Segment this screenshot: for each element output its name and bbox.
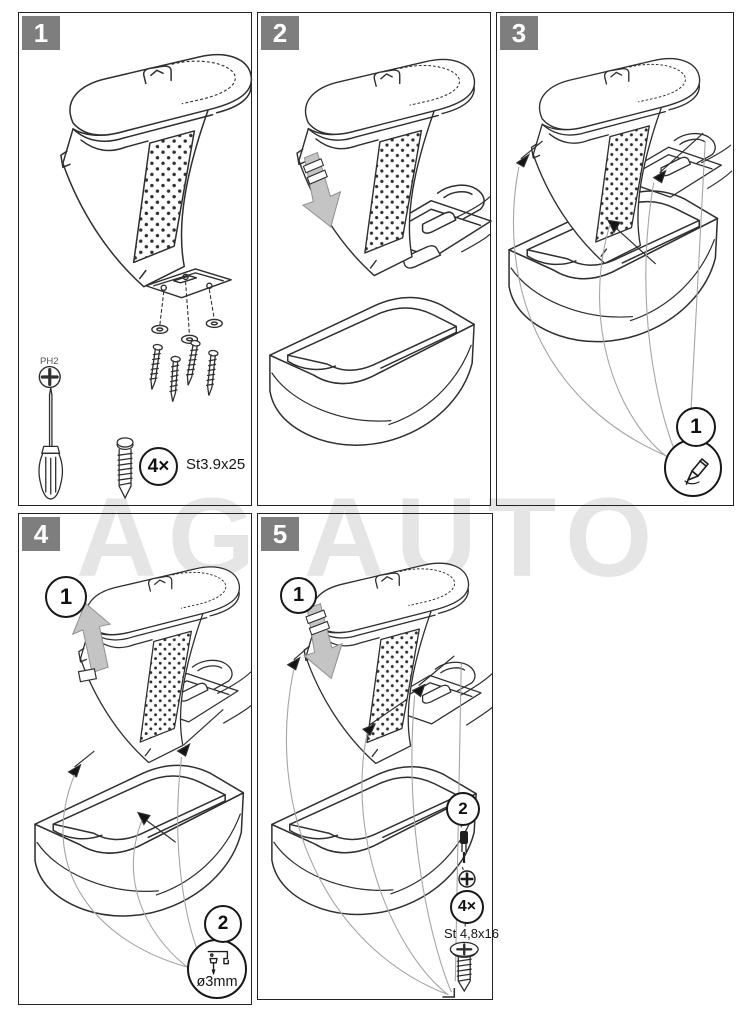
panel5-illustration [271, 562, 493, 998]
panel-number-badge: 5 [261, 517, 299, 551]
screw-spec-label: St3.9x25 [186, 456, 246, 473]
panel2-illustration [269, 58, 492, 446]
step-panel-2: 2 [257, 12, 492, 506]
phillips-head-icon [458, 870, 476, 888]
step-number-circle: 1 [676, 407, 716, 447]
step-number-circle: 1 [280, 577, 317, 614]
position-arrows [67, 708, 224, 843]
step-panel-1: 1 PH2 4× St3.9x25 [18, 12, 253, 506]
drill-icon [207, 950, 229, 975]
step-panel-4: 4 1 2 ø3mm [18, 513, 252, 1005]
latch-piece [77, 668, 98, 683]
panel-number-badge: 4 [22, 517, 60, 551]
step-number-circle: 2 [446, 792, 480, 826]
step-panel-5: 5 1 2 4× St 4,8x16 [257, 513, 499, 1000]
phillips-head-icon [38, 365, 61, 389]
screwdriver-icon [38, 387, 64, 500]
interior-lines [217, 671, 252, 724]
mounting-screws [146, 339, 219, 403]
mark-position-circle [664, 439, 722, 497]
screw-count-circle: 4× [139, 447, 178, 486]
down-arrow-icon [303, 603, 343, 680]
screwdriver-bit-icon [460, 831, 468, 863]
assembly-guide-dashes [159, 281, 215, 336]
step-panel-3: 3 1 [496, 12, 734, 506]
panel1-illustration [38, 53, 253, 500]
marker-pen-icon [684, 458, 709, 485]
convergence-mark [442, 988, 456, 998]
drill-hole-circle: ø3mm [187, 939, 247, 999]
screw-icon [449, 941, 479, 993]
drill-diameter-label: ø3mm [196, 973, 238, 990]
screw-spec-label: St 4,8x16 [444, 926, 499, 941]
interior-lines [459, 673, 493, 726]
panel-number-badge: 2 [261, 16, 299, 50]
guide-curves [285, 663, 462, 996]
interior-lines [401, 196, 491, 269]
up-arrow-icon [71, 602, 112, 674]
driver-type-label: PH2 [40, 356, 59, 367]
exploded-bracket-plate [145, 268, 232, 344]
panel-number-badge: 3 [500, 16, 538, 50]
screw-icon [116, 437, 134, 500]
position-arrows [286, 645, 455, 737]
screw-count-circle: 4× [450, 890, 484, 924]
step-number-circle: 1 [45, 576, 87, 618]
panel3-illustration [508, 57, 733, 461]
down-arrow-icon [301, 151, 342, 228]
step-number-circle: 2 [204, 905, 242, 943]
panel-number-badge: 1 [22, 16, 60, 50]
position-arrows [515, 132, 704, 265]
washers [151, 318, 223, 344]
